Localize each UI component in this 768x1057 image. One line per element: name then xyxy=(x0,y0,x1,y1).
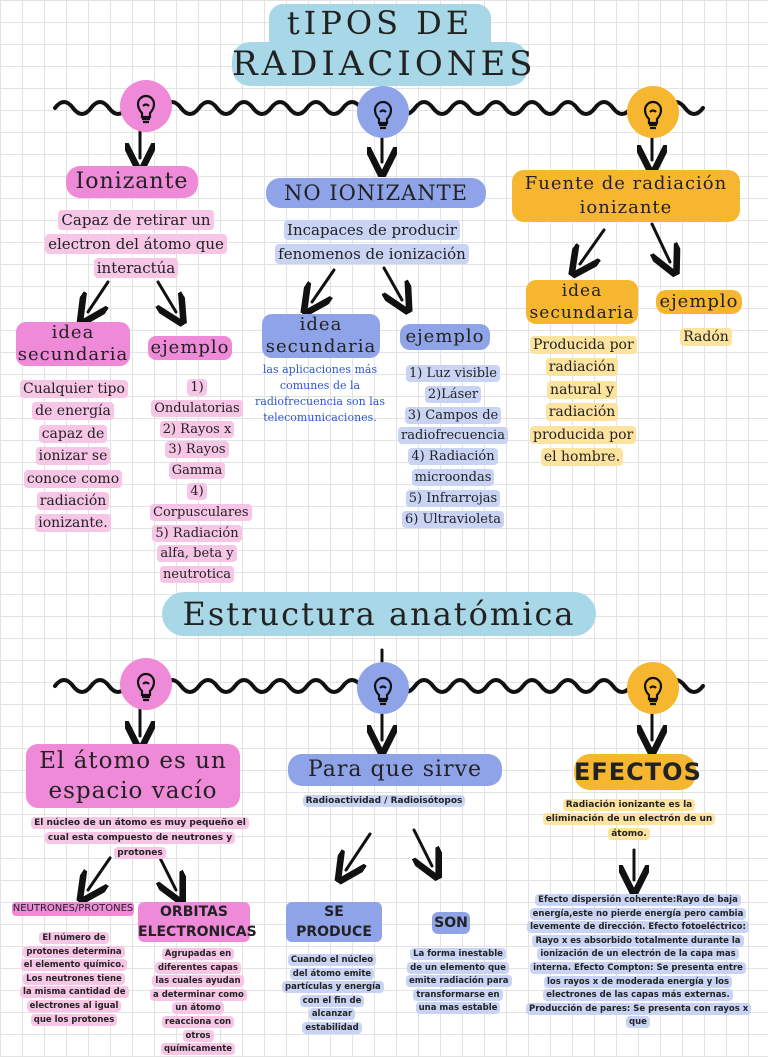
no-ionizante-heading: NO IONIZANTE xyxy=(266,178,486,208)
main-title: tIPOS DE RADIACIONES xyxy=(232,4,537,86)
ionizante-idea-label: idea secundaria xyxy=(16,322,130,366)
list-item: 5) Infrarrojas xyxy=(405,489,501,507)
se-produce-text: Cuando el núcleo del átomo emite partícu… xyxy=(282,954,384,1036)
list-item: 4) Corpusculares xyxy=(150,482,252,521)
fuente-ejemplo-text: Radón xyxy=(676,326,736,348)
list-item: 6) Ultravioleta xyxy=(402,510,504,528)
list-item: 3) Campos de radiofrecuencia xyxy=(398,406,508,445)
no-ionizante-ejemplo-list: 1) Luz visible 2)Láser 3) Campos de radi… xyxy=(398,364,508,530)
lightbulb-icon xyxy=(627,662,679,714)
no-ionizante-idea-text: las aplicaciones más comunes de la radio… xyxy=(255,363,385,424)
son-text: La forma inestable de un elemento que em… xyxy=(406,948,512,1016)
lightbulb-icon xyxy=(357,86,409,138)
no-ionizante-ejemplo-label: ejemplo xyxy=(400,324,490,350)
orbitas-label: ORBITAS ELECTRONICAS xyxy=(138,902,257,942)
ionizante-ejemplo-list: 1) Ondulatorias 2) Rayos x 3) Rayos Gamm… xyxy=(150,378,252,586)
no-ionizante-desc: Incapaces de producir fenomenos de ioniz… xyxy=(262,218,482,266)
list-item: 5) Radiación alfa, beta y neutrotica xyxy=(152,524,242,584)
fuente-ejemplo-label: ejemplo xyxy=(656,290,742,314)
title-line-2: RADIACIONES xyxy=(232,42,537,86)
list-item: 1) Luz visible xyxy=(406,365,500,382)
list-item: 2) Rayos x xyxy=(159,420,235,438)
lightbulb-icon xyxy=(120,658,172,710)
efectos-detail: Efecto dispersión coherente:Rayo de baja… xyxy=(526,894,752,1030)
lightbulb-icon xyxy=(627,86,679,138)
atomo-heading: El átomo es un espacio vacío xyxy=(26,744,240,808)
ionizante-heading: Ionizante xyxy=(66,166,198,198)
para-que-heading: Para que sirve xyxy=(288,754,502,786)
neutrones-text: El número de protones determina el eleme… xyxy=(20,932,129,1027)
lightbulb-icon xyxy=(120,80,172,132)
list-item: 2)Láser xyxy=(424,385,482,403)
ionizante-ejemplo-label: ejemplo xyxy=(148,336,232,360)
list-item: 1) Ondulatorias xyxy=(151,379,243,417)
fuente-idea-label: idea secundaria xyxy=(526,280,638,324)
list-item: 4) Radiación microondas xyxy=(408,448,498,486)
no-ionizante-idea-label: idea secundaria xyxy=(262,314,380,358)
fuente-heading: Fuente de radiación ionizante xyxy=(512,170,740,222)
title-line-1: tIPOS DE xyxy=(268,4,492,42)
ionizante-desc: Capaz de retirar un electron del átomo q… xyxy=(36,208,236,280)
atomo-desc: El núcleo de un átomo es muy pequeño el … xyxy=(30,816,250,861)
para-que-desc: Radioactividad / Radioisótopos xyxy=(300,794,468,808)
neutrones-label: NEUTRONES/PROTONES xyxy=(12,902,134,916)
son-label: SON xyxy=(432,912,470,934)
ionizante-idea-text: Cualquier tipo de energía capaz de ioniz… xyxy=(20,378,128,535)
se-produce-label: SE PRODUCE xyxy=(286,902,382,942)
lightbulb-icon xyxy=(357,662,409,714)
section2-title: Estructura anatómica xyxy=(162,592,596,636)
efectos-heading: EFECTOS xyxy=(574,754,701,790)
fuente-idea-text: Producida por radiación natural y radiac… xyxy=(530,334,637,468)
orbitas-text: Agrupadas en diferentes capas las cuales… xyxy=(150,948,247,1057)
list-item: 3) Rayos Gamma xyxy=(165,441,229,480)
efectos-desc: Radiación ionizante es la eliminación de… xyxy=(534,798,724,841)
